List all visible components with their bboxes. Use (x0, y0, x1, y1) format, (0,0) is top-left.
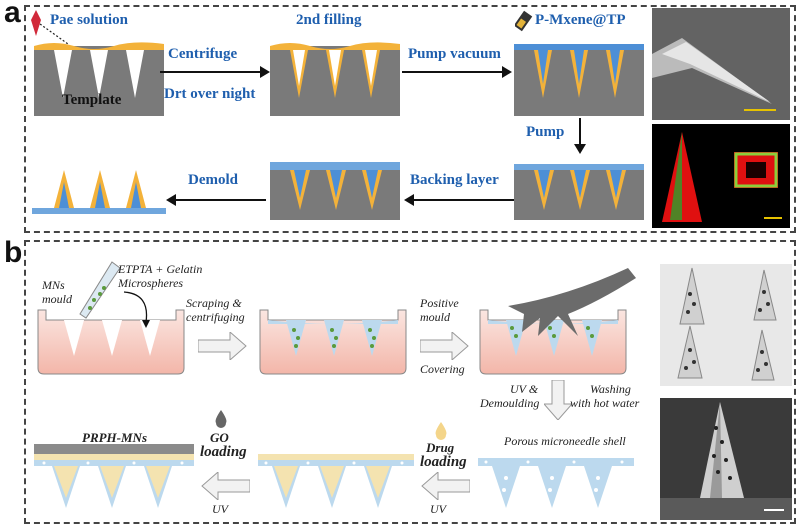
hollow-arrow-2 (420, 332, 469, 360)
step-label-second-filling: 2nd filling (296, 12, 362, 28)
sem-image-porous-bottom (660, 398, 792, 520)
label-washing: Washing (590, 382, 631, 396)
prph-mns-array (34, 444, 194, 508)
pipette-tube-icon (79, 261, 121, 319)
arrow-demold (166, 194, 266, 206)
arrow-pump-vacuum (402, 66, 512, 78)
sem-image-top (652, 8, 790, 120)
hollow-arrow-down (544, 380, 572, 420)
label-drug-loading: loading (420, 454, 467, 470)
label-mould: mould (42, 292, 72, 306)
panel-b-label: b (4, 236, 23, 269)
step-label-pae-solution: Pae solution (50, 12, 128, 28)
label-positive: Positive (420, 296, 459, 310)
label-mould-positive: mould (420, 310, 450, 324)
label-go-loading: loading (200, 444, 247, 460)
label-covering: Covering (420, 362, 465, 376)
arrow-label-pump: Pump (526, 124, 565, 140)
drug-loaded-shell (258, 454, 414, 508)
panel-b-frame (24, 240, 796, 524)
microneedle-array-a (32, 170, 166, 214)
label-go-uv: UV (212, 502, 228, 516)
arrow-label-dry: Drt over night (164, 86, 256, 102)
vial-icon (515, 10, 533, 32)
label-etpta-gelatin: ETPTA + Gelatin (118, 262, 203, 276)
template-step-4 (514, 164, 644, 220)
label-uv: UV & (510, 382, 539, 396)
label-porous-shell: Porous microneedle shell (504, 434, 626, 448)
label-drug-uv: UV (430, 502, 446, 516)
arrow-label-centrifuge: Centrifuge (168, 46, 238, 62)
go-drop-icon (215, 410, 227, 428)
label-drug: Drug (426, 440, 455, 455)
panel-a-frame (24, 5, 796, 233)
hollow-arrow-left-1 (421, 472, 470, 500)
hollow-arrow-1 (198, 332, 247, 360)
sem-image-porous-top (660, 264, 792, 386)
hollow-arrow-left-2 (201, 472, 250, 500)
pipette-icon (31, 10, 41, 36)
arrow-label-pump-vacuum: Pump vacuum (408, 46, 501, 62)
filled-mould (259, 309, 407, 375)
template-step-5 (270, 162, 400, 220)
arrow-label-backing-layer: Backing layer (410, 172, 499, 188)
template-step-3 (514, 44, 644, 116)
label-mns: MNs (42, 278, 65, 292)
template-step-1 (34, 42, 164, 116)
template-step-2 (270, 42, 400, 116)
arrow-centrifuge (160, 66, 270, 78)
label-microspheres: Microspheres (118, 276, 184, 290)
mns-mould (37, 309, 185, 375)
arrow-pump-down (574, 118, 586, 154)
label-prph-mns: PRPH-MNs (82, 430, 147, 445)
panel-a-label: a (4, 0, 21, 29)
curved-arrow (123, 291, 150, 328)
label-demoulding: Demoulding (480, 396, 540, 410)
drug-drop-icon (435, 422, 447, 440)
label-hot-water: with hot water (570, 396, 640, 410)
confocal-image (652, 124, 790, 228)
porous-shell (478, 458, 634, 508)
covered-mould (479, 268, 636, 375)
arrow-label-demold: Demold (188, 172, 238, 188)
template-label: Template (62, 92, 122, 108)
label-scraping: Scraping & (186, 296, 242, 310)
label-centrifuging: centrifuging (186, 310, 245, 324)
step-label-mxene: P-Mxene@TP (535, 12, 626, 28)
label-go: GO (210, 430, 229, 445)
arrow-backing-layer (404, 194, 514, 206)
pointer-line (39, 23, 69, 45)
